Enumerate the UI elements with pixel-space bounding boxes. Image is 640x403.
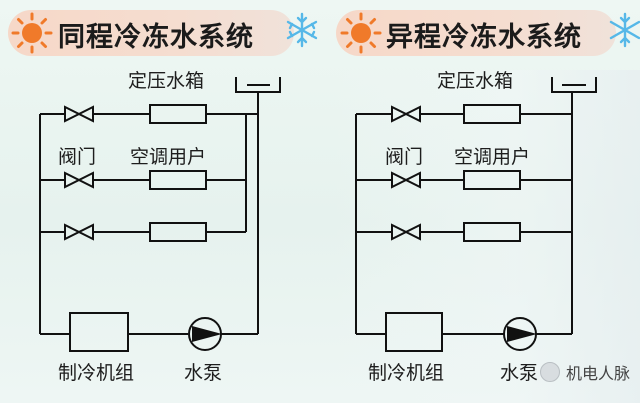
left-terminal-unit (149, 170, 207, 190)
snowflake-icon (286, 12, 318, 48)
right-chiller-label: 制冷机组 (368, 362, 445, 384)
right-expansion-tank (551, 77, 597, 93)
left-valve (64, 223, 94, 241)
background-photo-haze (330, 70, 640, 403)
wechat-logo-icon (540, 362, 560, 382)
right-valve-label: 阀门 (385, 146, 424, 168)
left-expansion-tank-label: 定压水箱 (128, 70, 205, 92)
left-terminal-label: 空调用户 (130, 146, 207, 168)
right-terminal-unit (463, 104, 521, 124)
right-chiller (385, 312, 443, 352)
left-title-banner (8, 10, 294, 56)
right-pump-label: 水泵 (500, 362, 539, 384)
right-title: 异程冷冻水系统 (386, 22, 582, 53)
watermark-text: 机电人脉 (566, 364, 631, 383)
left-pump-arrow (192, 326, 222, 342)
right-valve (391, 171, 421, 189)
left-valve (64, 171, 94, 189)
left-terminal-unit (149, 104, 207, 124)
sun-icon (11, 12, 53, 54)
left-terminal-unit (149, 222, 207, 242)
right-schematic (355, 77, 597, 352)
left-chiller-label: 制冷机组 (58, 362, 135, 384)
right-valve (391, 223, 421, 241)
snowflake-icon (609, 12, 640, 48)
left-schematic (39, 77, 281, 352)
left-chiller (69, 312, 129, 352)
right-terminal-unit (463, 222, 521, 242)
right-valve (391, 105, 421, 123)
left-title: 同程冷冻水系统 (58, 22, 254, 53)
right-terminal-label: 空调用户 (454, 146, 531, 168)
sun-icon (340, 12, 382, 54)
right-expansion-tank-label: 定压水箱 (437, 70, 514, 92)
right-terminal-unit (463, 170, 521, 190)
right-pump-arrow (507, 326, 537, 342)
right-title-banner (336, 10, 616, 56)
left-valve (64, 105, 94, 123)
left-pump-label: 水泵 (184, 362, 223, 384)
left-valve-label: 阀门 (58, 146, 97, 168)
